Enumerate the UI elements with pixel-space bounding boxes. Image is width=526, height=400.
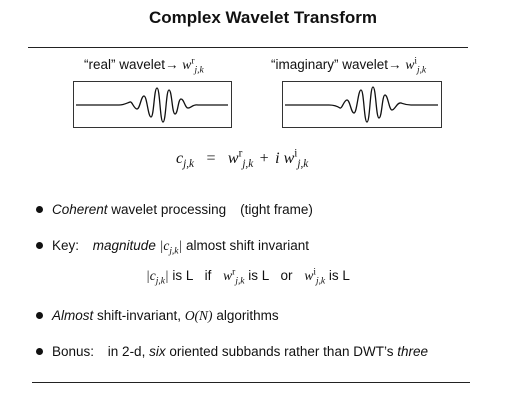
- top-divider: [28, 47, 468, 48]
- imag-wavelet-curve: [285, 86, 438, 123]
- bullet-bonus: Bonus: in 2-d, six oriented subbands rat…: [36, 344, 428, 359]
- real-wavelet-plot: [73, 81, 232, 128]
- imag-wavelet-symbol: wij,k: [405, 56, 427, 76]
- bullet-coherent: Coherent wavelet processing(tight frame): [36, 202, 313, 217]
- bullet-almost-shift-invariant: Almost shift-invariant, O(N) algorithms: [36, 308, 279, 324]
- imag-wavelet-label: “imaginary” wavelet→: [271, 57, 402, 72]
- imag-wavelet-plot: [282, 81, 442, 128]
- real-wavelet-symbol: wrj,k: [182, 56, 204, 76]
- main-equation: cj,k = wrj,k + i wij,k: [176, 147, 309, 171]
- real-wavelet-caption: “real” wavelet→ wrj,k: [84, 56, 204, 76]
- bullet-dot: [36, 311, 43, 319]
- real-wavelet-label: “real” wavelet→: [84, 57, 179, 72]
- real-wavelet-curve: [76, 87, 228, 123]
- bullet-key: Key: magnitude |cj,k| almost shift invar…: [36, 238, 309, 256]
- bullet-dot: [36, 241, 43, 249]
- shift-invariance-condition: |cj,k| is L if wrj,k is L or wij,k is L: [146, 267, 350, 287]
- bottom-divider: [32, 382, 470, 383]
- slide-title: Complex Wavelet Transform: [149, 8, 377, 27]
- bullet-dot: [36, 347, 43, 355]
- bullet-dot: [36, 205, 43, 213]
- imag-wavelet-caption: “imaginary” wavelet→ wij,k: [271, 56, 427, 76]
